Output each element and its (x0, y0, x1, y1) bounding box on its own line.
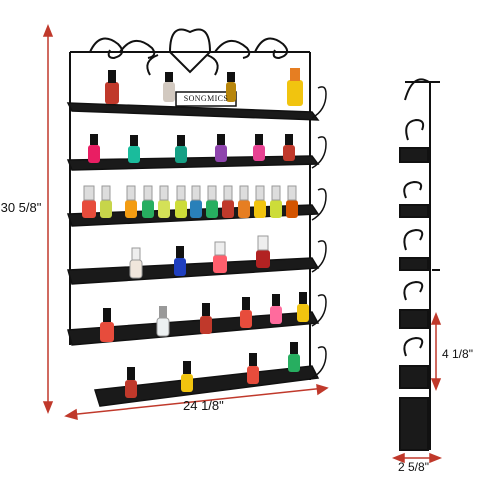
nail-polish-bottles (82, 68, 309, 398)
shelf-spacing-label: 4 1/8" (442, 347, 473, 361)
rack-side-view (399, 78, 440, 451)
width-dimension-line (67, 387, 326, 416)
shelf-4 (67, 257, 320, 285)
shelf-6 (94, 365, 320, 407)
top-heart (169, 28, 212, 74)
width-label: 24 1/8" (183, 398, 224, 413)
depth-label: 2 5/8" (398, 460, 429, 474)
dimension-lines (42, 23, 443, 464)
top-scroll-left (89, 37, 124, 60)
top-scroll-right (254, 37, 289, 60)
height-label: 30 5/8" (0, 200, 42, 215)
shelf-2 (66, 155, 320, 171)
brand-plate-text: SONGMICS (183, 94, 229, 103)
rack-front-view (69, 28, 311, 380)
shelves (66, 102, 320, 407)
shelf-1 (66, 102, 320, 121)
shelf-5 (67, 311, 320, 346)
